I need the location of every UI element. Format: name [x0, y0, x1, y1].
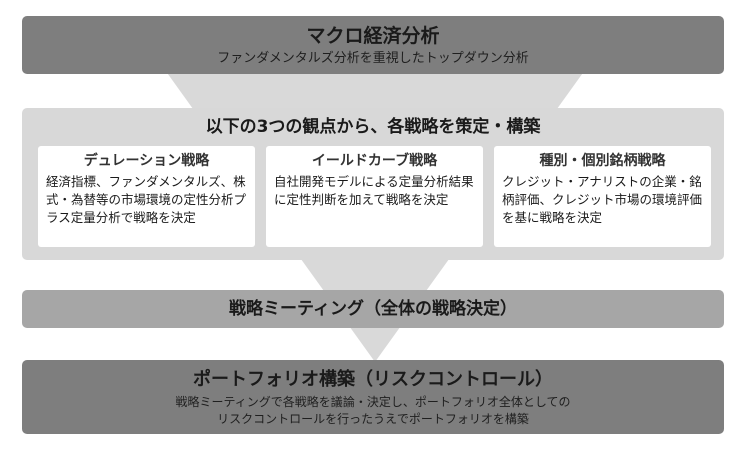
duration-strategy-card: デュレーション戦略 経済指標、ファンダメンタルズ、株式・為替等の市場環境の定性分… [38, 146, 255, 247]
card-title: デュレーション戦略 [83, 153, 210, 169]
strategy-meeting-box: 戦略ミーティング（全体の戦略決定） [22, 290, 724, 328]
card-title: イールドカーブ戦略 [311, 153, 438, 169]
card-body: クレジット・アナリストの企業・銘柄評価、クレジット市場の環境評価を基に戦略を決定 [502, 174, 703, 225]
sector-issue-strategy-card: 種別・個別銘柄戦略 クレジット・アナリストの企業・銘柄評価、クレジット市場の環境… [494, 146, 711, 247]
card-body: 自社開発モデルによる定量分析結果に定性判断を加えて戦略を決定 [274, 174, 474, 207]
portfolio-construction-box: ポートフォリオ構築（リスクコントロール） 戦略ミーティングで各戦略を議論・決定し… [22, 360, 724, 434]
macro-analysis-subtitle: ファンダメンタルズ分析を重視したトップダウン分析 [217, 51, 529, 66]
strategy-title: 以下の3つの観点から、各戦略を策定・構築 [205, 117, 541, 137]
portfolio-construction-title: ポートフォリオ構築（リスクコントロール） [193, 369, 553, 390]
card-body: 経済指標、ファンダメンタルズ、株式・為替等の市場環境の定性分析プラス定量分析で戦… [46, 174, 247, 225]
portfolio-description-line2: リスクコントロールを行ったうえでポートフォリオを構築 [217, 412, 529, 426]
macro-analysis-title: マクロ経済分析 [306, 25, 440, 47]
strategy-meeting-title: 戦略ミーティング（全体の戦略決定） [229, 299, 517, 319]
portfolio-description-line1: 戦略ミーティングで各戦略を議論・決定し、ポートフォリオ全体としての [175, 395, 571, 409]
macro-analysis-box: マクロ経済分析 ファンダメンタルズ分析を重視したトップダウン分析 [22, 16, 724, 74]
yield-curve-strategy-card: イールドカーブ戦略 自社開発モデルによる定量分析結果に定性判断を加えて戦略を決定 [266, 146, 483, 247]
card-title: 種別・個別銘柄戦略 [539, 153, 666, 169]
